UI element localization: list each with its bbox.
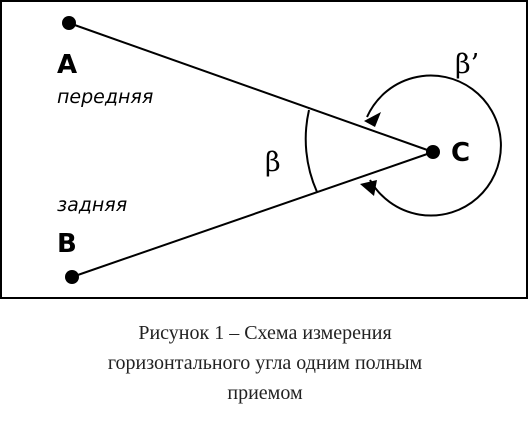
point-a-dot: [62, 16, 76, 30]
caption-line-1: Рисунок 1 – Схема измерения: [138, 322, 392, 344]
beta-arc: [304, 109, 318, 193]
figure-caption: Рисунок 1 – Схема измерения горизонтальн…: [0, 318, 530, 408]
label-beta-prime: β’: [455, 49, 479, 80]
label-front: передняя: [57, 86, 153, 108]
label-c: C: [451, 138, 470, 168]
angle-scheme: A B C передняя задняя β β’: [0, 0, 528, 299]
point-c-dot: [426, 145, 440, 159]
beta-prime-arc: [366, 74, 502, 217]
point-b-dot: [65, 270, 79, 284]
ray-ca: [68, 22, 434, 153]
diagram-area: A B C передняя задняя β β’: [0, 0, 528, 299]
label-b: B: [57, 229, 77, 259]
label-beta: β: [265, 147, 281, 178]
ray-cb: [71, 151, 434, 278]
caption-line-2: горизонтального угла одним полным: [107, 352, 423, 374]
label-back: задняя: [57, 194, 127, 216]
caption-line-3: приемом: [227, 382, 303, 404]
arrow-bottom-icon: [360, 180, 377, 196]
label-a: A: [57, 50, 77, 80]
arrow-top-icon: [364, 112, 381, 127]
figure-border: [0, 0, 528, 299]
